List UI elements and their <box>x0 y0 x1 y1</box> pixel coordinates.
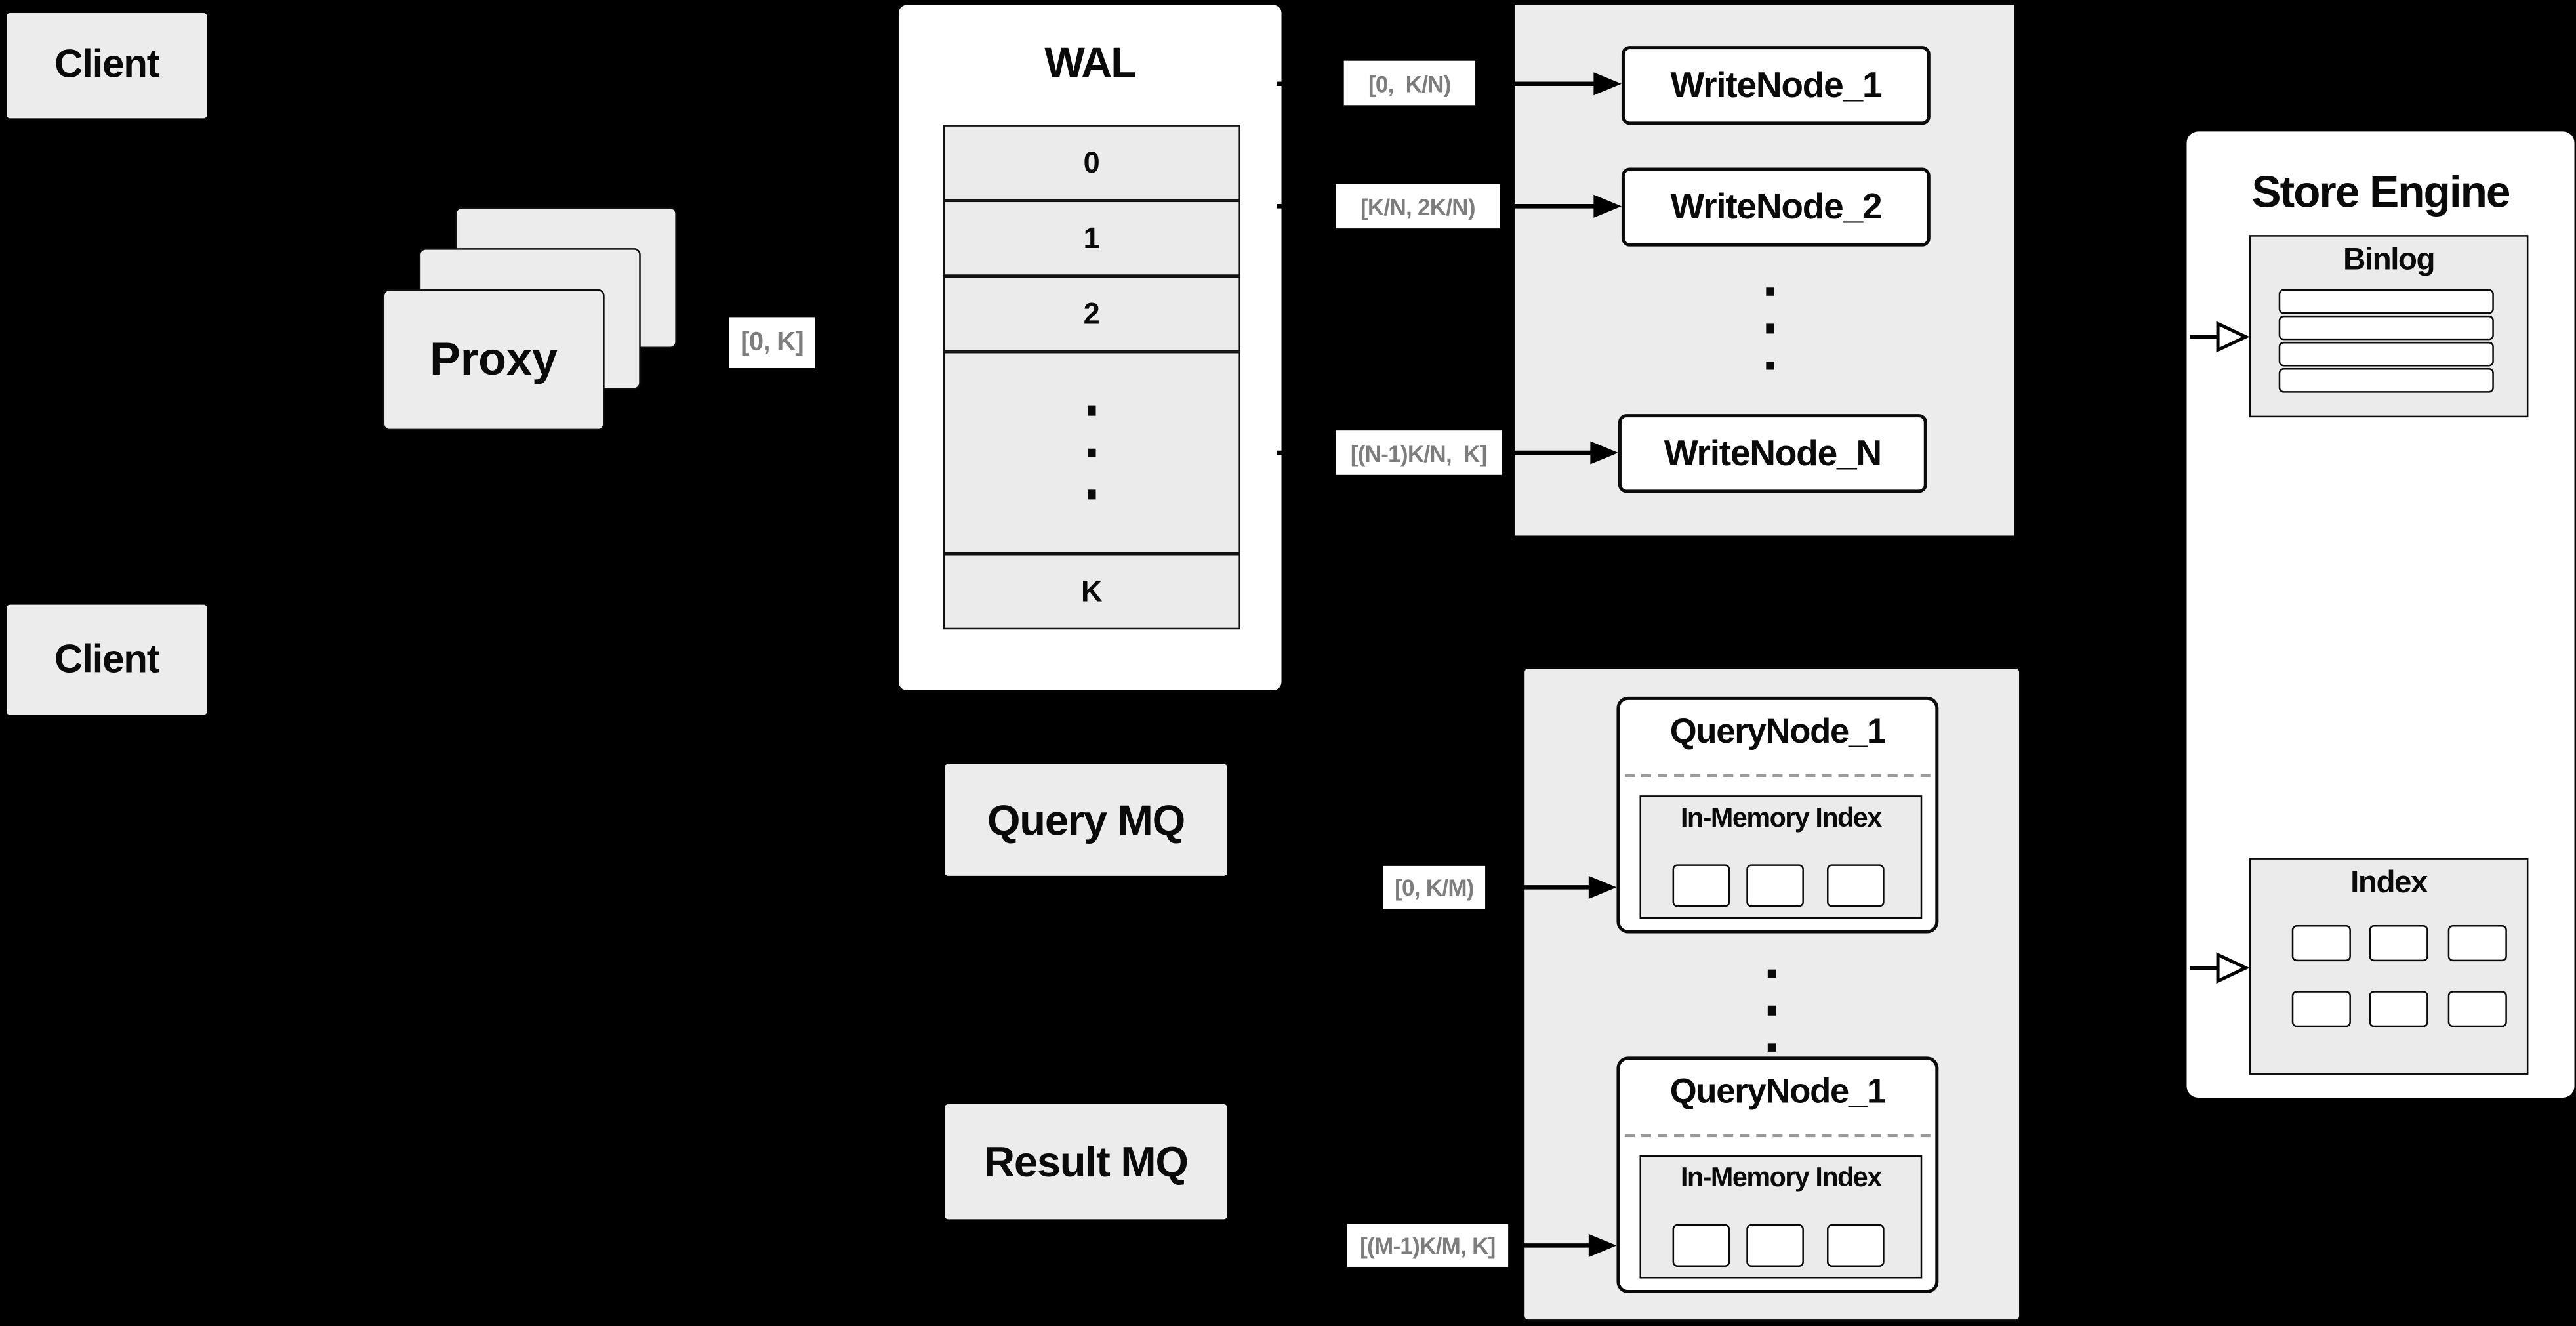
index-box: Index <box>2249 858 2529 1075</box>
store-engine-title: Store Engine <box>2251 167 2510 217</box>
index-cell <box>2369 991 2428 1027</box>
query-node-2-box: QueryNode_1 In-Memory Index <box>1616 1056 1939 1294</box>
wal-row-1: 1 <box>943 200 1240 276</box>
write-node-1-label: WriteNode_1 <box>1670 64 1882 106</box>
range-chip-write-node-n: [(N-1)K/N, K] <box>1336 430 1502 475</box>
index-cell <box>2291 925 2351 962</box>
query-node-1-box: QueryNode_1 In-Memory Index <box>1616 696 1939 934</box>
proxy-box: Proxy <box>382 289 605 431</box>
range-chip-write-node-2: [K/N, 2K/N) <box>1336 184 1500 229</box>
wal-row-ellipsis <box>943 351 1240 554</box>
in-memory-segment <box>1746 864 1804 907</box>
in-memory-segment <box>1672 864 1730 907</box>
in-memory-segment <box>1827 864 1885 907</box>
index-cell <box>2369 925 2428 962</box>
client-top-box: Client <box>7 13 207 119</box>
write-nodes-ellipsis-dots <box>1766 273 1774 384</box>
write-node-2-box: WriteNode_2 <box>1621 167 1931 247</box>
index-cell <box>2447 991 2507 1027</box>
range-chip-query-node-1: [0, K/M) <box>1383 865 1486 909</box>
wal-row-0-label: 0 <box>1083 145 1100 178</box>
index-cell <box>2447 925 2507 962</box>
wal-row-k: K <box>943 554 1240 630</box>
query-nodes-panel: QueryNode_1 In-Memory Index QueryNode_1 … <box>1523 667 2021 1321</box>
binlog-box: Binlog <box>2249 235 2529 418</box>
wal-row-2: 2 <box>943 276 1240 352</box>
client-bottom-label: Client <box>54 636 160 682</box>
write-node-2-label: WriteNode_2 <box>1670 186 1882 227</box>
proxy-label: Proxy <box>430 333 558 385</box>
write-node-n-box: WriteNode_N <box>1618 414 1927 493</box>
client-top-label: Client <box>54 43 160 87</box>
wal-row-0: 0 <box>943 125 1240 201</box>
query-node-2-title: QueryNode_1 <box>1669 1073 1886 1111</box>
wal-row-2-label: 2 <box>1083 297 1100 330</box>
in-memory-segment <box>1827 1224 1885 1267</box>
in-memory-segment <box>1672 1224 1730 1267</box>
in-memory-index-title: In-Memory Index <box>1680 803 1882 833</box>
binlog-row <box>2278 289 2494 314</box>
query-node-1-title: QueryNode_1 <box>1669 713 1886 751</box>
result-mq-label: Result MQ <box>984 1136 1189 1186</box>
store-engine-panel: Store Engine Binlog Index <box>2186 131 2575 1098</box>
binlog-row <box>2278 341 2494 367</box>
binlog-row <box>2278 315 2494 341</box>
write-node-1-box: WriteNode_1 <box>1621 46 1931 125</box>
query-node-1-separator <box>1624 774 1931 777</box>
query-mq-box: Query MQ <box>945 764 1227 876</box>
wal-row-k-label: K <box>1080 574 1103 608</box>
client-bottom-box: Client <box>7 604 207 715</box>
wal-panel: WAL 0 1 2 K <box>898 5 1282 690</box>
result-mq-box: Result MQ <box>945 1104 1227 1220</box>
write-node-n-label: WriteNode_N <box>1664 432 1882 474</box>
range-chip-write-node-1: [0, K/N) <box>1343 60 1476 106</box>
in-memory-segment <box>1746 1224 1804 1267</box>
wal-ellipsis-dots <box>1088 390 1095 516</box>
query-node-2-in-memory-index: In-Memory Index <box>1639 1155 1923 1279</box>
index-title: Index <box>2350 865 2428 901</box>
range-chip-query-node-2: [(M-1)K/M, K] <box>1347 1224 1509 1267</box>
index-cell <box>2291 991 2351 1027</box>
range-chip-proxy-wal: [0, K] <box>729 317 815 369</box>
query-mq-label: Query MQ <box>987 794 1185 844</box>
write-nodes-panel: WriteNode_1 WriteNode_2 WriteNode_N <box>1513 3 2016 537</box>
in-memory-index-title: In-Memory Index <box>1680 1163 1882 1193</box>
query-node-1-in-memory-index: In-Memory Index <box>1639 795 1923 919</box>
binlog-title: Binlog <box>2343 243 2436 278</box>
binlog-row <box>2278 368 2494 393</box>
wal-row-1-label: 1 <box>1083 220 1100 254</box>
wal-title: WAL <box>1044 37 1137 87</box>
query-node-2-separator <box>1624 1134 1931 1138</box>
query-nodes-ellipsis-dots <box>1767 955 1776 1066</box>
